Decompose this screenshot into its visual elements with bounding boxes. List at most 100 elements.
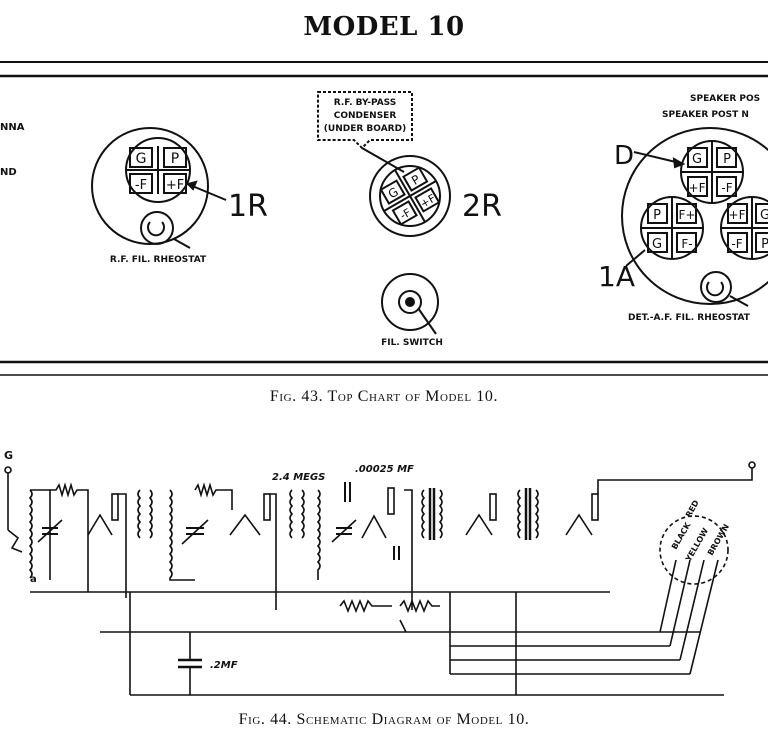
pin-label: -F <box>731 237 742 251</box>
speaker-terminal <box>748 461 756 469</box>
schematic-caption: Fig. 44. Schematic Diagram of Model 10. <box>238 711 530 728</box>
pin-label: G <box>760 208 768 223</box>
grid-leak-label: 2.4 MEGS <box>272 472 325 483</box>
cable-circle <box>659 515 729 585</box>
arrowhead <box>186 180 198 191</box>
condenser-note-line: (UNDER BOARD) <box>324 124 406 134</box>
cable-wire <box>669 559 691 647</box>
condenser-note: R.F. BY-PASS CONDENSER (UNDER BOARD) <box>317 91 413 150</box>
resistor <box>194 482 233 510</box>
condenser-note-line: R.F. BY-PASS <box>334 98 397 108</box>
pin-label: +F <box>166 178 184 193</box>
condenser-note-line: CONDENSER <box>334 111 397 121</box>
wire <box>118 493 127 598</box>
coil <box>289 489 294 539</box>
wire <box>404 489 413 610</box>
pin-label: G <box>692 152 702 167</box>
coil <box>28 489 33 579</box>
tube-left-pin-box <box>647 203 668 224</box>
speaker-label: SPEAKER POST N <box>662 110 749 120</box>
socket-2r: G P -F +F 2R <box>361 147 502 237</box>
det-af-leader <box>729 295 749 307</box>
tube-d-letter: D <box>614 141 634 171</box>
cable-wire <box>689 559 719 675</box>
fil-switch-outer <box>381 273 439 331</box>
socket-1a-outer <box>621 127 768 305</box>
antenna-terminal-label: G <box>4 449 13 462</box>
pin-label: -F <box>398 206 413 222</box>
fil-switch-leader <box>417 307 437 335</box>
schematic-diagram: G a 2.4 MEGS .00025 MF <box>4 449 756 696</box>
pin-label: P <box>171 151 179 167</box>
socket-1r-pin-box <box>129 173 153 194</box>
pin-label: F+ <box>679 208 696 222</box>
ground-tap-label: a <box>30 574 37 585</box>
socket-2r-pin-box <box>391 200 418 226</box>
leader-rheostat <box>173 238 191 249</box>
coil <box>517 489 522 539</box>
rf-rheostat-label: R.F. FIL. RHEOSTAT <box>110 255 207 265</box>
leader-d <box>633 151 681 164</box>
socket-2r-outer <box>369 155 451 237</box>
socket-1r-name: 1R <box>228 189 268 224</box>
af-stage-1 <box>421 488 497 540</box>
socket-1r-outer <box>91 127 209 245</box>
socket-2r-tube <box>379 165 441 227</box>
leader-1a <box>625 249 646 267</box>
resistor <box>50 482 89 592</box>
tube-left-pin-box <box>676 203 697 224</box>
speaker-wire <box>597 468 753 494</box>
socket-2r-vdiv <box>394 169 426 223</box>
coil <box>316 489 321 580</box>
triode-plate <box>111 493 119 521</box>
coil <box>168 489 195 581</box>
antenna-terminal <box>4 466 12 474</box>
variable-arrow <box>331 519 357 543</box>
grid-cap-label: .00025 MF <box>355 464 414 475</box>
arrowhead <box>672 157 686 169</box>
tube-d-pin-box <box>716 176 737 197</box>
coil <box>148 489 153 539</box>
pin-label: G <box>652 237 662 252</box>
speaker-label: SPEAKER POS <box>690 94 760 104</box>
tube-right-pin-box <box>755 203 768 224</box>
fil-switch-center <box>405 297 415 307</box>
socket-1r: G P -F +F 1R R.F. FIL. RHEOSTAT <box>91 127 268 265</box>
cable-label-black: BLACK <box>670 520 693 551</box>
socket-2r-pin-box <box>414 187 441 213</box>
top-chart: NNA ND G P -F +F 1R R.F. FIL. RHEOSTAT R… <box>0 61 768 376</box>
ground-label: ND <box>0 167 17 178</box>
bypass-cap-label: .2MF <box>210 660 238 671</box>
rf-stage-1 <box>28 482 153 598</box>
rheostat <box>339 598 392 614</box>
pin-label: +F <box>729 208 746 222</box>
variable-arrow <box>37 519 63 543</box>
socket-1r-pin-box <box>129 147 153 168</box>
tube-right-pin-box <box>755 232 768 253</box>
socket-2r-name: 2R <box>462 189 502 224</box>
pin-label: G <box>136 151 147 167</box>
coil <box>438 489 443 539</box>
socket-1r-pin-box <box>163 147 187 168</box>
antenna-label: NNA <box>0 122 25 133</box>
tube-left-pin-box <box>647 232 668 253</box>
pin-label: -F <box>721 181 732 195</box>
switch <box>399 619 407 633</box>
triode-grid <box>87 513 113 536</box>
triode-plate <box>489 493 497 521</box>
wire <box>270 493 277 610</box>
socket-1r-pin-box <box>163 173 187 194</box>
socket-2r-pin-box <box>379 179 406 205</box>
tube-right-pin-box <box>727 203 748 224</box>
triode-grid <box>229 513 261 536</box>
triode-plate <box>591 493 599 521</box>
coil <box>300 489 305 539</box>
cable-wire <box>659 559 677 633</box>
cable-wire <box>679 559 705 661</box>
condenser-leader <box>361 147 405 173</box>
socket-1a: SPEAKER POS SPEAKER POST N G P +F -F P F… <box>598 94 768 323</box>
tube-d-pin-box <box>687 176 708 197</box>
triode-plate <box>387 487 395 515</box>
det-af-rheostat-knob <box>700 271 732 303</box>
af-stage-2 <box>517 461 756 540</box>
